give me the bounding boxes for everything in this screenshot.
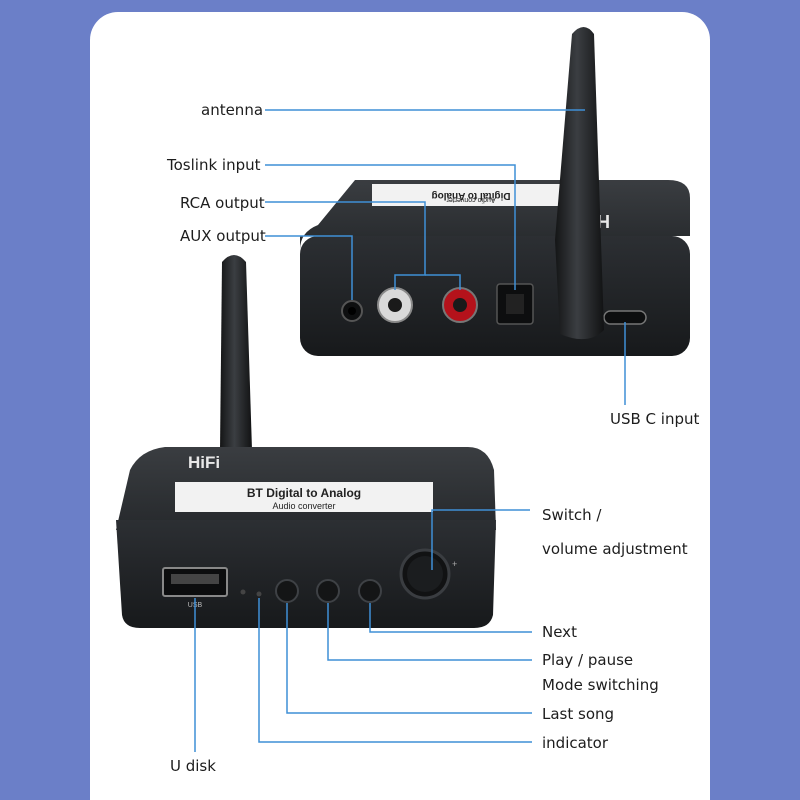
front-device-label-plate	[175, 482, 433, 512]
mode-button	[316, 579, 340, 603]
label-indicator: indicator	[542, 734, 609, 752]
callout-line-next	[369, 603, 532, 633]
volume-knob-inner	[407, 556, 443, 592]
callout-lines	[194, 109, 626, 752]
front-device: HiFi BT Digital to Analog Audio converte…	[116, 255, 496, 628]
toslink-opening	[506, 294, 524, 314]
back-antenna	[555, 27, 604, 340]
label-switch: Switch /	[542, 506, 602, 524]
callout-line-switch	[431, 509, 530, 570]
label-rca-output: RCA output	[180, 194, 265, 212]
callout-line-aux	[265, 235, 353, 300]
play-pause-button	[358, 579, 382, 603]
back-label-line2: Audio converter	[446, 196, 496, 203]
label-play-pause: Play / pause	[542, 651, 634, 669]
usb-a-tongue	[171, 574, 219, 584]
aux-jack-hole	[348, 307, 356, 315]
white-panel	[90, 12, 710, 800]
rca-white-hole	[388, 298, 402, 312]
label-aux-output: AUX output	[180, 227, 266, 245]
front-label-line2: Audio converter	[272, 501, 335, 511]
callout-line-indicator	[258, 598, 532, 743]
label-last-song: Last song	[542, 705, 615, 723]
front-label-line1: BT Digital to Analog	[247, 486, 361, 500]
back-label-line1: Digital to Analog	[431, 190, 510, 201]
last-song-button	[275, 579, 299, 603]
callout-line-play	[327, 603, 532, 661]
callout-line-last	[286, 603, 532, 714]
indicator-dot-1	[240, 589, 246, 595]
front-antenna	[220, 255, 252, 450]
front-device-face	[116, 520, 496, 628]
back-device-face	[300, 236, 690, 356]
back-device-label-plate	[372, 184, 570, 206]
rca-red-hole	[453, 298, 467, 312]
callout-line-rca-red	[425, 274, 461, 290]
volume-plus-mark: +	[452, 559, 457, 569]
label-antenna: antenna	[201, 101, 264, 119]
label-next: Next	[542, 623, 577, 641]
back-device: Digital to Analog Audio converter HiFi	[300, 27, 690, 356]
label-usbc-input: USB C input	[610, 410, 700, 428]
label-volume-adjustment: volume adjustment	[542, 540, 688, 558]
label-u-disk: U disk	[170, 757, 216, 775]
label-mode-switching: Mode switching	[542, 676, 659, 694]
front-brand-text: HiFi	[188, 453, 220, 472]
callout-line-toslink	[265, 164, 516, 290]
label-toslink-input: Toslink input	[167, 156, 261, 174]
indicator-light	[256, 591, 262, 597]
